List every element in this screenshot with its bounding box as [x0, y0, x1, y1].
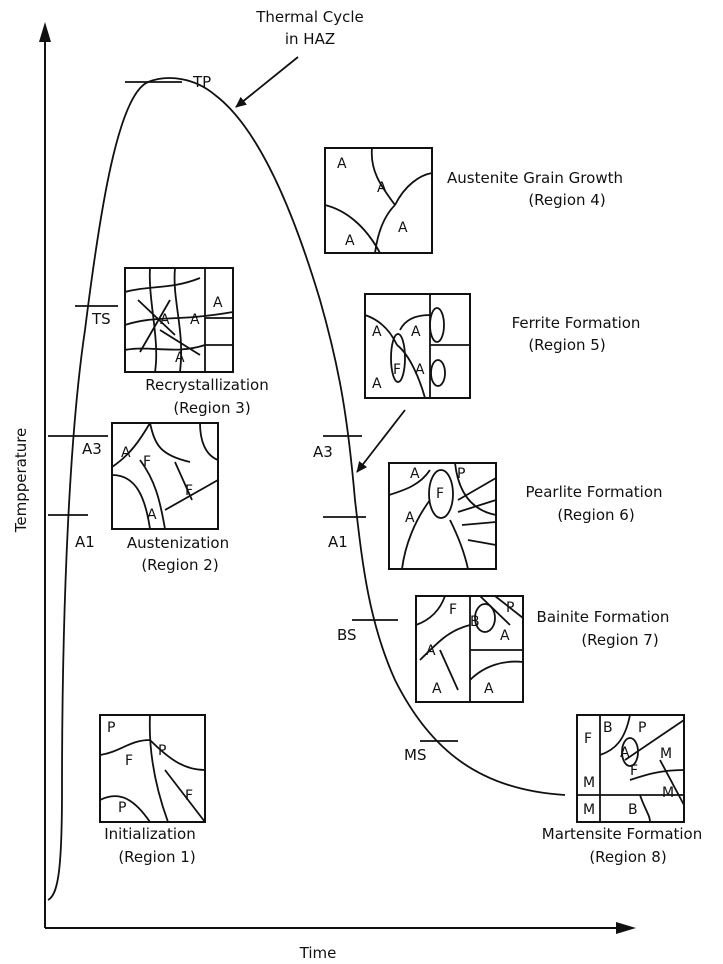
- region-1-grain: P: [158, 743, 166, 759]
- region-2-grain: F: [143, 454, 151, 470]
- region-8-grain: B: [603, 720, 613, 736]
- region-2-number: (Region 2): [141, 556, 218, 574]
- region-8-micrograph: F B P A F M M M M B: [577, 715, 684, 822]
- region-8-grain: M: [662, 785, 674, 801]
- region-1-grain: F: [185, 788, 193, 804]
- x-axis-arrow-icon: [616, 922, 636, 934]
- ms-label: MS: [404, 746, 426, 764]
- region-3-grain: A: [175, 350, 185, 366]
- region-5-grain: A: [415, 362, 425, 378]
- ts-label: TS: [91, 310, 111, 328]
- region-7-grain: P: [506, 600, 514, 616]
- callout-line2: in HAZ: [285, 30, 335, 48]
- region-2-micrograph: A F F A: [112, 423, 218, 529]
- region-7-number: (Region 7): [581, 631, 658, 649]
- region-3-grain: A: [213, 295, 223, 311]
- region-2-grain: A: [121, 445, 131, 461]
- a3-cooling-label: A3: [313, 443, 333, 461]
- region-6-grain: A: [410, 466, 420, 482]
- a1-cooling-label: A1: [328, 533, 348, 551]
- a1-heating-label: A1: [75, 533, 95, 551]
- region-1-grain: P: [107, 720, 115, 736]
- callout-line1: Thermal Cycle: [255, 8, 364, 26]
- region-8-grain: F: [584, 731, 592, 747]
- region-4-grain: A: [398, 220, 408, 236]
- region-5-grain: F: [393, 362, 401, 378]
- region-5-grain: A: [372, 376, 382, 392]
- region-5-grain: A: [411, 324, 421, 340]
- y-axis-label: Tempperature: [12, 428, 30, 534]
- region-1-name: Initialization: [104, 825, 195, 843]
- region-4-grain: A: [345, 233, 355, 249]
- tp-label: TP: [192, 73, 211, 91]
- region-7-grain: A: [484, 681, 494, 697]
- region-4-name: Austenite Grain Growth: [447, 169, 623, 187]
- region-3-name: Recrystallization: [145, 376, 268, 394]
- region-4-micrograph: A A A A: [325, 148, 432, 253]
- region-8-grain: F: [630, 763, 638, 779]
- region-3-grain: A: [190, 312, 200, 328]
- region-8-grain: P: [638, 720, 646, 736]
- x-axis-label: Time: [299, 944, 337, 962]
- region-7-grain: B: [470, 614, 480, 630]
- region-8-name: Martensite Formation: [542, 825, 703, 843]
- region-7-grain: F: [449, 602, 457, 618]
- region-8-grain: M: [583, 775, 595, 791]
- region-6-micrograph: A F P A: [389, 463, 496, 569]
- region-8-grain: M: [583, 802, 595, 818]
- region-1-grain: P: [118, 800, 126, 816]
- a3-heating-label: A3: [82, 440, 102, 458]
- region-4-grain: A: [377, 180, 387, 196]
- region-1-micrograph: P F P P F: [100, 715, 205, 822]
- region-7-grain: A: [426, 643, 436, 659]
- region-8-grain: A: [620, 745, 630, 761]
- region-2-grain: A: [147, 507, 157, 523]
- region-6-number: (Region 6): [557, 506, 634, 524]
- region-3-grain: A: [160, 312, 170, 328]
- region-6-grain: F: [436, 486, 444, 502]
- region-5-name: Ferrite Formation: [512, 314, 641, 332]
- region-1-grain: F: [125, 753, 133, 769]
- region-1-number: (Region 1): [118, 848, 195, 866]
- region-7-name: Bainite Formation: [537, 608, 670, 626]
- callout-arrow-icon: [236, 57, 298, 107]
- region-2-name: Austenization: [127, 534, 229, 552]
- region-4-grain: A: [337, 156, 347, 172]
- y-axis-arrow-icon: [39, 22, 51, 42]
- region-5-micrograph: A A F A A: [365, 294, 470, 398]
- region-6-name: Pearlite Formation: [525, 483, 662, 501]
- region-5-number: (Region 5): [528, 336, 605, 354]
- region-4-number: (Region 4): [528, 191, 605, 209]
- bs-label: BS: [337, 626, 357, 644]
- region-3-number: (Region 3): [173, 399, 250, 417]
- region-2-grain: F: [185, 483, 193, 499]
- region-6-grain: A: [405, 510, 415, 526]
- region-8-grain: M: [660, 746, 672, 762]
- region-6-grain: P: [457, 466, 465, 482]
- region-3-micrograph: A A A A: [125, 268, 233, 372]
- region-8-number: (Region 8): [589, 848, 666, 866]
- region-7-grain: A: [432, 681, 442, 697]
- region-5-grain: A: [372, 324, 382, 340]
- region-8-grain: B: [628, 802, 638, 818]
- region-7-micrograph: F B P A A A A: [416, 596, 523, 702]
- region-7-grain: A: [500, 628, 510, 644]
